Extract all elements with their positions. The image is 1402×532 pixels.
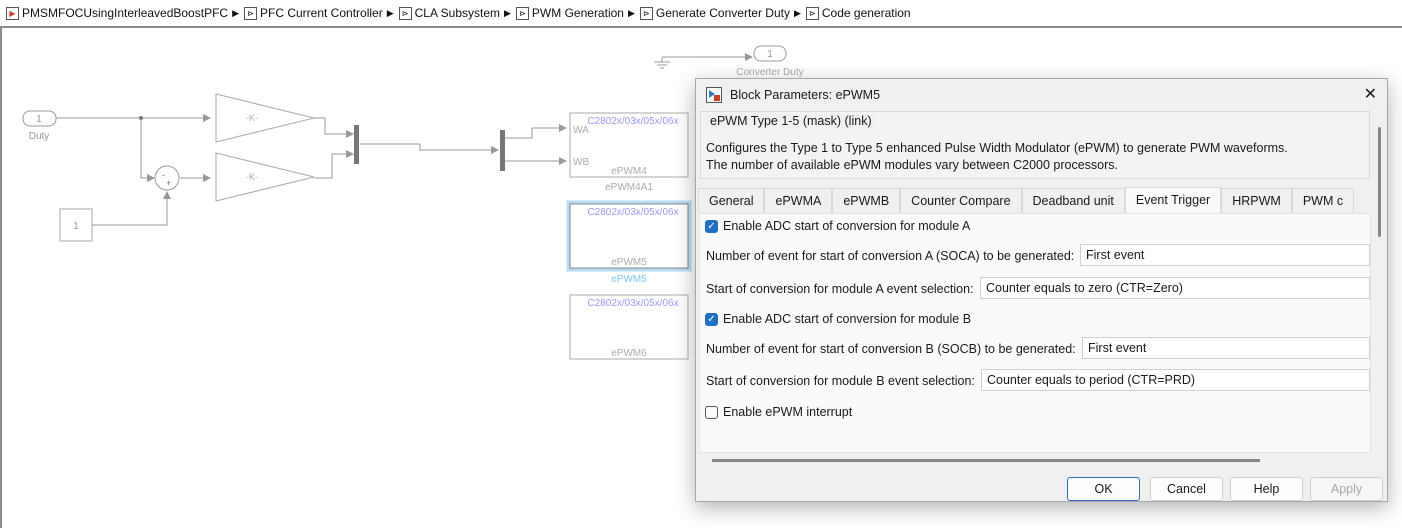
soca-selection-label: Start of conversion for module A event s… <box>706 282 974 296</box>
tab-deadband-unit[interactable]: Deadband unit <box>1021 188 1125 213</box>
vertical-scrollbar[interactable] <box>1378 127 1381 237</box>
sum-sign: - <box>162 170 165 180</box>
breadcrumb: ▶PMSMFOCUsingInterleavedBoostPFC▶ ⊳PFC C… <box>0 0 1402 28</box>
dialog-title-bar: Block Parameters: ePWM5 <box>706 87 880 103</box>
constant-value: 1 <box>73 221 79 232</box>
help-button[interactable]: Help <box>1230 477 1303 501</box>
tab-bar: General ePWMA ePWMB Counter Compare Dead… <box>698 187 1355 213</box>
gain-block-2[interactable]: -K- <box>215 152 315 202</box>
sum-sign: + <box>166 178 171 188</box>
crumb-label: PWM Generation <box>531 6 624 20</box>
block-inner-label: ePWM5 <box>611 257 647 268</box>
ok-button[interactable]: OK <box>1067 477 1140 501</box>
enable-interrupt-checkbox[interactable]: Enable ePWM interrupt <box>705 405 852 419</box>
chevron-right-icon: ▶ <box>793 7 801 18</box>
subsystem-icon: ⊳ <box>639 6 653 20</box>
subsystem-icon: ⊳ <box>515 6 529 20</box>
checkbox-checked-icon[interactable]: ✓ <box>705 312 718 326</box>
block-parameters-dialog: Block Parameters: ePWM5 ✕ ePWM Type 1-5 … <box>695 78 1388 502</box>
tab-hrpwm[interactable]: HRPWM <box>1221 188 1292 213</box>
chevron-right-icon: ▶ <box>504 7 511 18</box>
model-canvas[interactable]: 1 Duty 1 Converter Duty -K- -K- - + 1 C2… <box>0 28 1402 528</box>
sum-block[interactable]: - + <box>154 165 180 191</box>
checkbox-label: Enable ePWM interrupt <box>723 405 853 419</box>
tab-epwmb[interactable]: ePWMB <box>832 188 901 213</box>
block-name: ePWM5 <box>611 274 647 285</box>
outport-label: Converter Duty <box>736 67 803 78</box>
demux-block <box>500 130 505 171</box>
description: Configures the Type 1 to Type 5 enhanced… <box>706 140 1288 174</box>
tab-event-trigger[interactable]: Event Trigger <box>1124 187 1222 213</box>
mux-block <box>354 125 359 164</box>
group-label: ePWM Type 1-5 (mask) (link) <box>706 114 876 128</box>
event-trigger-panel: ✓ Enable ADC start of conversion for modu… <box>699 213 1371 453</box>
enable-socb-checkbox[interactable]: ✓ Enable ADC start of conversion for modu… <box>705 312 971 326</box>
soca-event-dropdown[interactable]: First event <box>1080 244 1370 266</box>
tab-epwma[interactable]: ePWMA <box>764 188 833 213</box>
crumb-label: PMSMFOCUsingInterleavedBoostPFC <box>22 6 229 20</box>
inport-number: 1 <box>36 114 42 125</box>
horizontal-scrollbar[interactable] <box>712 459 1260 462</box>
breadcrumb-item[interactable]: ▶PMSMFOCUsingInterleavedBoostPFC <box>6 6 228 20</box>
breadcrumb-item[interactable]: ⊳CLA Subsystem <box>398 6 500 20</box>
chevron-right-icon: ▶ <box>386 7 394 18</box>
inport-label: Duty <box>29 131 50 142</box>
breadcrumb-item[interactable]: ⊳Generate Converter Duty <box>639 6 790 20</box>
gain-label: -K- <box>246 172 258 182</box>
description-line: Configures the Type 1 to Type 5 enhanced… <box>706 141 1288 155</box>
crumb-label: Generate Converter Duty <box>655 6 790 20</box>
tab-pwm-chopper[interactable]: PWM c <box>1291 188 1355 213</box>
model-icon: ▶ <box>6 6 19 20</box>
breadcrumb-item[interactable]: ⊳PWM Generation <box>515 6 624 20</box>
soca-selection-dropdown[interactable]: Counter equals to zero (CTR=Zero) <box>980 277 1370 299</box>
dialog-title: Block Parameters: ePWM5 <box>730 88 881 102</box>
processor-label: C2802x/03x/05x/06x <box>587 207 678 218</box>
subsystem-icon: ⊳ <box>805 6 819 20</box>
tab-general[interactable]: General <box>698 188 765 213</box>
socb-selection-label: Start of conversion for module B event s… <box>706 374 975 388</box>
enable-soca-checkbox[interactable]: ✓ Enable ADC start of conversion for modu… <box>705 219 970 233</box>
description-line: The number of available ePWM modules var… <box>706 158 1119 172</box>
constant-block[interactable]: 1 <box>59 208 93 242</box>
outport-converter-duty[interactable]: 1 Converter Duty <box>736 45 804 78</box>
chevron-right-icon: ▶ <box>627 7 635 18</box>
socb-event-label: Number of event for start of conversion … <box>706 342 1076 356</box>
soca-event-label: Number of event for start of conversion … <box>706 249 1075 263</box>
epwm4-block[interactable]: C2802x/03x/05x/06x WA WB ePWM4 ePWM4A1 <box>569 112 689 193</box>
block-inner-label: ePWM4 <box>611 166 647 177</box>
apply-button[interactable]: Apply <box>1310 477 1383 501</box>
chevron-right-icon: ▶ <box>232 7 239 18</box>
crumb-label: Code generation <box>821 6 911 20</box>
gain-block-1[interactable]: -K- <box>215 93 315 143</box>
port-wb: WB <box>573 157 589 168</box>
checkbox-label: Enable ADC start of conversion for modul… <box>723 312 972 326</box>
block-name: ePWM4A1 <box>605 182 653 193</box>
checkbox-label: Enable ADC start of conversion for modul… <box>723 219 971 233</box>
inport-duty[interactable]: 1 Duty <box>22 110 57 142</box>
subsystem-icon: ⊳ <box>398 6 412 20</box>
epwm6-block[interactable]: C2802x/03x/05x/06x ePWM6 <box>569 294 689 360</box>
crumb-label: CLA Subsystem <box>414 6 500 20</box>
gain-label: -K- <box>246 113 258 123</box>
cancel-button[interactable]: Cancel <box>1150 477 1223 501</box>
socb-selection-dropdown[interactable]: Counter equals to period (CTR=PRD) <box>981 369 1370 391</box>
block-inner-label: ePWM6 <box>611 348 647 359</box>
processor-label: C2802x/03x/05x/06x <box>587 298 678 309</box>
branch-point <box>139 116 143 120</box>
tab-counter-compare[interactable]: Counter Compare <box>900 188 1022 213</box>
crumb-label: PFC Current Controller <box>260 6 383 20</box>
breadcrumb-item[interactable]: ⊳PFC Current Controller <box>244 6 383 20</box>
simulink-block-icon <box>706 87 722 103</box>
outport-number: 1 <box>767 49 773 60</box>
checkbox-checked-icon[interactable]: ✓ <box>705 219 718 233</box>
epwm5-block[interactable]: C2802x/03x/05x/06x ePWM5 ePWM5 <box>566 200 692 285</box>
checkbox-unchecked-icon[interactable] <box>705 405 718 419</box>
close-icon[interactable]: ✕ <box>1363 86 1377 103</box>
socb-event-dropdown[interactable]: First event <box>1082 337 1370 359</box>
processor-label: C2802x/03x/05x/06x <box>587 116 678 127</box>
port-wa: WA <box>573 125 589 136</box>
subsystem-icon: ⊳ <box>244 6 257 20</box>
block-diagram: 1 Duty 1 Converter Duty -K- -K- - + 1 C2… <box>22 45 804 360</box>
breadcrumb-item[interactable]: ⊳Code generation <box>805 6 911 20</box>
